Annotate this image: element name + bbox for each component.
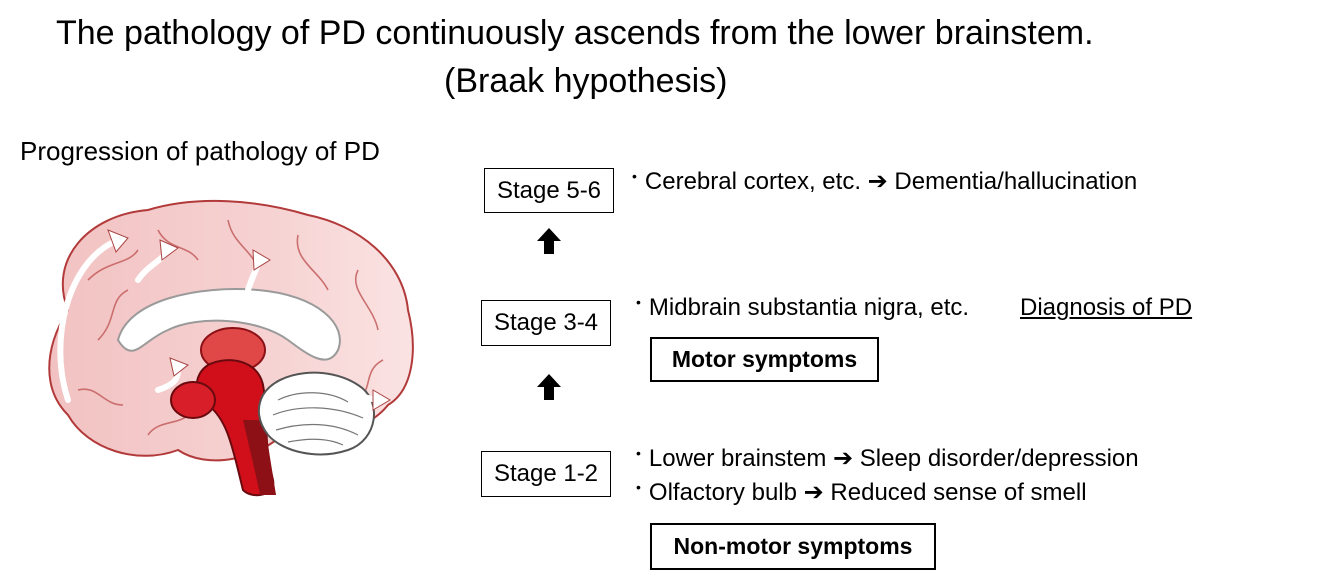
non-motor-symptoms-box: Non-motor symptoms: [650, 523, 936, 570]
stage-5-6-box: Stage 5-6: [484, 168, 614, 213]
title-line-1: The pathology of PD continuously ascends…: [56, 14, 1094, 52]
diagnosis-label: Diagnosis of PD: [1020, 294, 1193, 321]
motor-symptoms-box: Motor symptoms: [650, 337, 879, 382]
title-line-2: (Braak hypothesis): [444, 62, 728, 100]
stage-3-4-box: Stage 3-4: [481, 300, 611, 346]
diagram-subtitle: Progression of pathology of PD: [20, 136, 380, 166]
stage-1-2-bullet-1-row: •Lower brainstem ➔ Sleep disorder/depres…: [636, 445, 1139, 472]
stage-3-4-description: •Midbrain substantia nigra, etc.: [636, 294, 970, 321]
up-arrow-icon: [537, 374, 561, 400]
stage-3-4-bullet-1: Midbrain substantia nigra, etc.: [648, 294, 970, 321]
up-arrow-icon: [537, 228, 561, 254]
brain-illustration: [48, 199, 414, 497]
stage-5-6-bullet-1: Cerebral cortex, etc. ➔ Dementia/halluci…: [644, 168, 1138, 195]
stage-1-2-bullet-2-row: •Olfactory bulb ➔ Reduced sense of smell: [636, 479, 1087, 506]
stage-1-2-bullet-2: Olfactory bulb ➔ Reduced sense of smell: [648, 479, 1087, 506]
stage-1-2-bullet-1: Lower brainstem ➔ Sleep disorder/depress…: [648, 445, 1139, 472]
stage-5-6-description: •Cerebral cortex, etc. ➔ Dementia/halluc…: [632, 168, 1138, 195]
stage-1-2-box: Stage 1-2: [481, 451, 611, 497]
